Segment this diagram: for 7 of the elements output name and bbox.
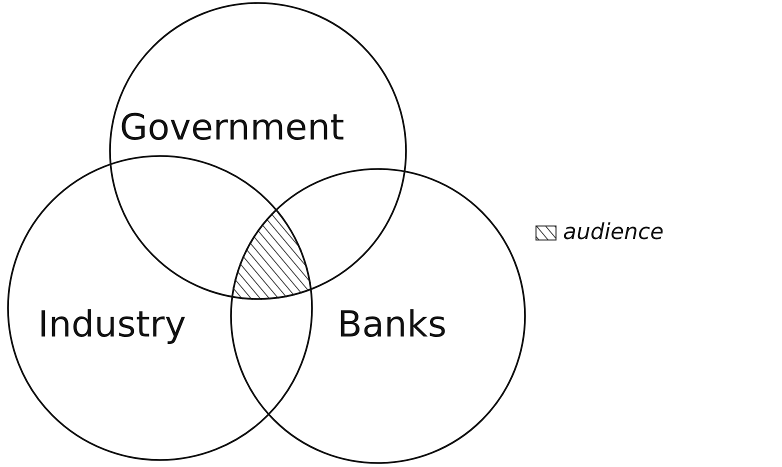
- set-label: Industry: [38, 304, 186, 346]
- set-circle: [7, 155, 313, 461]
- legend-label: audience: [563, 220, 664, 245]
- set-circle: [230, 168, 526, 464]
- set-label: Banks: [337, 304, 447, 346]
- set-label: Government: [120, 108, 344, 148]
- set-circle: [109, 2, 407, 300]
